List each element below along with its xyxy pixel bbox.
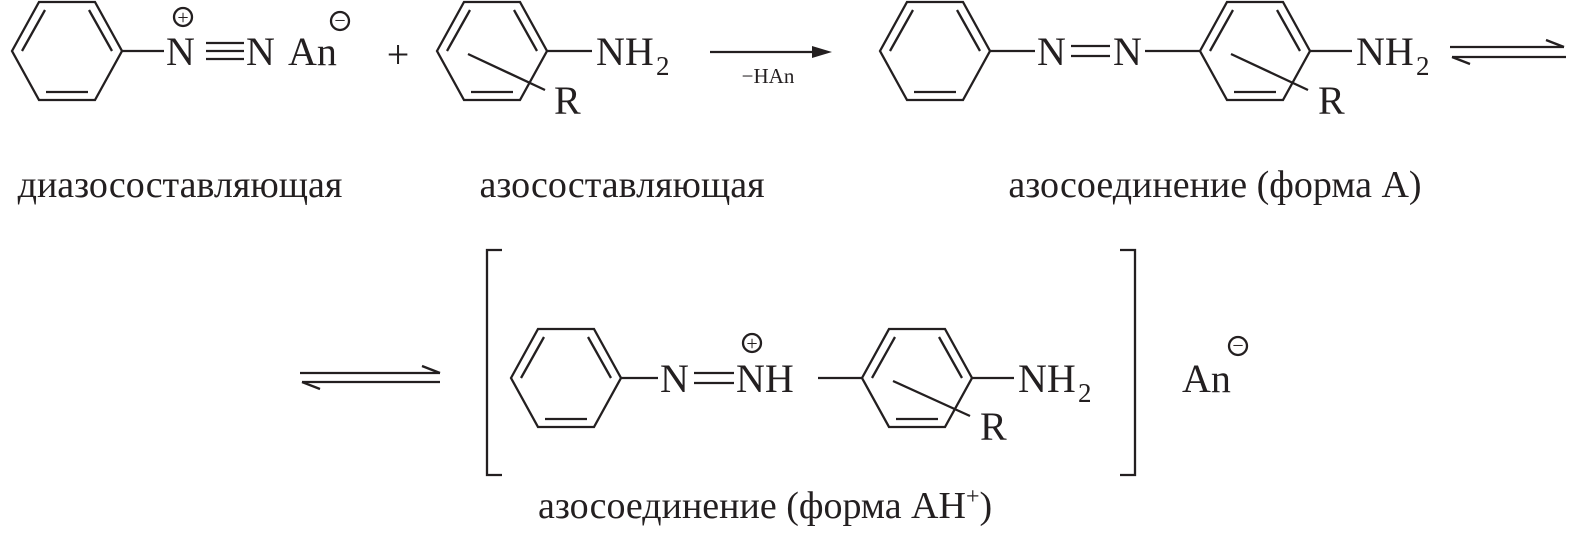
amino-group: NH: [596, 29, 654, 74]
minus-charge-circle: [329, 10, 351, 32]
plus-charge-circle: [172, 6, 194, 28]
benzene-ring: [1198, 0, 1312, 102]
substituent-bond: [467, 52, 546, 92]
label-form-ah: азосоединение (форма AH+): [538, 484, 992, 527]
substituent-r: R: [980, 404, 1007, 449]
benzene-ring: [10, 0, 124, 102]
substituent-r: R: [1318, 78, 1345, 123]
right-bracket: [1120, 248, 1137, 477]
minus-charge: −: [334, 10, 345, 32]
benzene-ring: [435, 0, 549, 102]
atom-n: N: [246, 29, 275, 74]
label-diazo-component: диазосоставляющая: [18, 164, 343, 206]
minus-charge: −: [1232, 335, 1243, 357]
atom-n: N: [1113, 29, 1142, 74]
equilibrium-arrow: [1450, 38, 1566, 66]
plus-charge: +: [746, 333, 757, 355]
atom-n-plus: N: [166, 29, 195, 74]
atom-n: N: [660, 356, 689, 401]
atom-nh-plus: NH: [736, 356, 794, 401]
amino-group: NH: [1356, 29, 1414, 74]
arrow-condition: −HAn: [742, 64, 795, 88]
diazonium-salt: N + N An −: [10, 0, 351, 102]
subscript: 2: [656, 51, 670, 81]
benzene-ring: [878, 0, 992, 102]
plus-charge: +: [177, 7, 188, 29]
azo-compound-form-a: N N NH 2 R: [878, 0, 1430, 123]
reaction-arrow: −HAn: [710, 46, 832, 88]
triple-bond: [206, 41, 244, 61]
amino-group: NH: [1018, 356, 1076, 401]
anion: An: [288, 29, 337, 74]
subscript: 2: [1416, 51, 1430, 81]
aniline-derivative: NH 2 R: [435, 0, 670, 123]
label-azo-component: азосоставляющая: [479, 164, 764, 206]
left-bracket: [485, 248, 502, 477]
benzene-ring: [509, 327, 623, 429]
plus-sign: +: [387, 32, 410, 77]
substituent-r: R: [554, 78, 581, 123]
azo-compound-form-ah: N NH + NH 2 R: [509, 327, 1092, 449]
subscript: 2: [1078, 378, 1092, 408]
equilibrium-arrow: [300, 364, 441, 391]
benzene-ring: [860, 327, 974, 429]
anion: An: [1182, 356, 1231, 401]
atom-n: N: [1037, 29, 1066, 74]
label-form-a: азосоединение (форма A): [1008, 164, 1421, 206]
